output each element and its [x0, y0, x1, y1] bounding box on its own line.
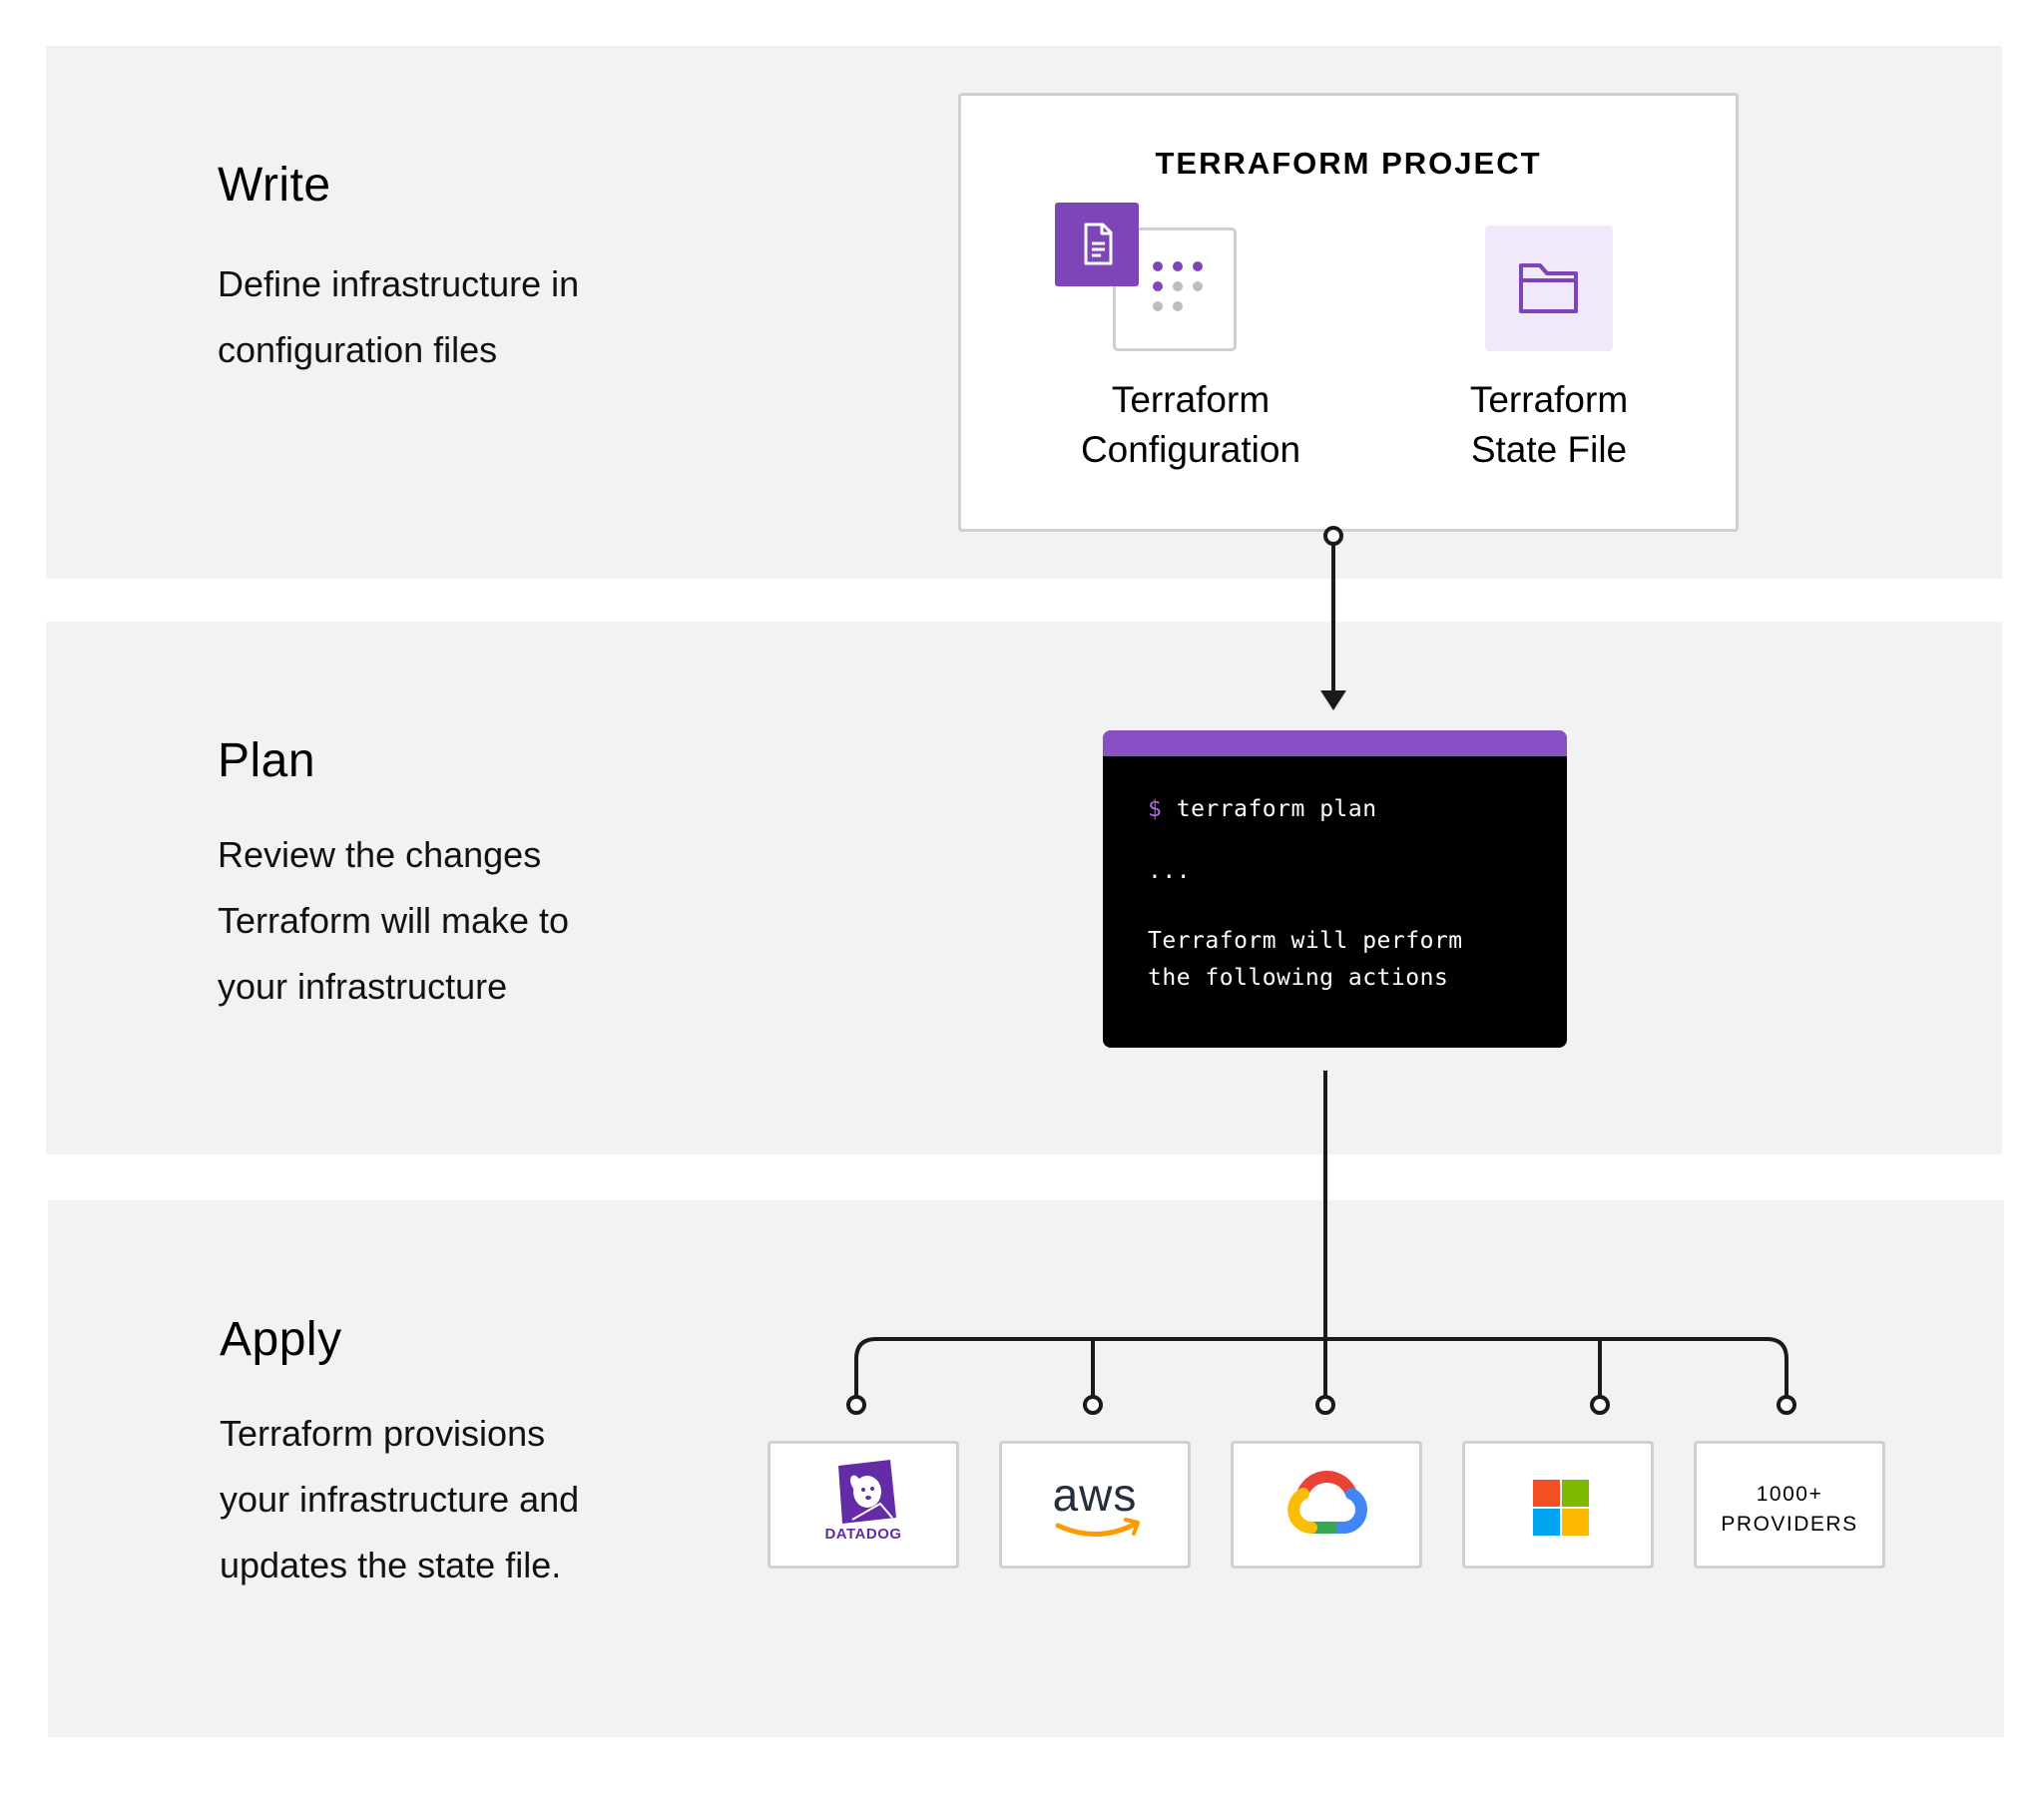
provider-google-cloud — [1231, 1441, 1422, 1569]
microsoft-logo-icon — [1533, 1480, 1589, 1536]
state-label-line-2: State File — [1470, 429, 1628, 470]
provider-aws: aws — [999, 1441, 1191, 1569]
write-description-line-1: Define infrastructure in — [218, 263, 580, 304]
apply-title: Apply — [220, 1313, 342, 1366]
dots-grid-icon — [1153, 261, 1203, 311]
terminal-output-line-1: Terraform will perform — [1148, 928, 1463, 954]
plan-to-providers-tree — [854, 1071, 1788, 1396]
write-description-line-2: configuration files — [218, 329, 498, 370]
terminal-command: terraform plan — [1176, 796, 1377, 822]
apply-description-line-2: your infrastructure and — [220, 1479, 580, 1520]
write-to-plan-arrow — [1320, 526, 1346, 710]
config-label-line-2: Configuration — [1080, 429, 1301, 470]
plan-stage-panel: Plan Review the changes Terraform will m… — [46, 622, 2002, 1154]
plan-description: Review the changes Terraform will make t… — [218, 822, 776, 1020]
terraform-project-title: TERRAFORM PROJECT — [1155, 146, 1542, 181]
config-label-line-1: Terraform — [1111, 379, 1271, 420]
terminal-window: $ terraform plan ... Terraform will perf… — [1103, 730, 1567, 1048]
terminal-title-bar — [1103, 730, 1567, 756]
more-providers-word: PROVIDERS — [1721, 1513, 1858, 1536]
more-providers-label: 1000+ PROVIDERS — [1697, 1480, 1882, 1540]
provider-more: 1000+ PROVIDERS — [1694, 1441, 1885, 1569]
plan-title: Plan — [218, 734, 316, 787]
terminal-command-line: $ terraform plan — [1148, 796, 1377, 822]
apply-description-line-3: updates the state file. — [220, 1545, 562, 1585]
apply-description: Terraform provisions your infrastructure… — [220, 1401, 778, 1598]
write-title: Write — [218, 159, 331, 212]
terraform-project-box: TERRAFORM PROJECT Terraform Configuratio… — [958, 93, 1739, 532]
terminal-prompt: $ — [1148, 796, 1163, 822]
terraform-state-file-label: Terraform State File — [1369, 375, 1729, 475]
apply-description-line-1: Terraform provisions — [220, 1413, 546, 1454]
state-label-line-1: Terraform — [1469, 379, 1629, 420]
google-cloud-logo-icon — [1287, 1470, 1367, 1534]
datadog-wordmark: DATADOG — [824, 1526, 902, 1543]
plan-description-line-2: Terraform will make to — [218, 900, 570, 941]
document-icon — [1084, 223, 1113, 265]
state-file-tile — [1485, 225, 1613, 351]
provider-microsoft — [1462, 1441, 1654, 1569]
plan-description-line-1: Review the changes — [218, 834, 542, 875]
provider-datadog: DATADOG — [767, 1441, 959, 1569]
folder-icon — [1519, 263, 1578, 313]
terminal-ellipsis: ... — [1148, 858, 1192, 884]
terraform-configuration-label: Terraform Configuration — [1011, 375, 1370, 475]
aws-wordmark: aws — [1052, 1469, 1138, 1521]
more-providers-count: 1000+ — [1756, 1483, 1823, 1506]
aws-smile-icon — [1055, 1518, 1140, 1537]
plan-description-line-3: your infrastructure — [218, 966, 508, 1007]
terminal-output-line-2: the following actions — [1148, 965, 1449, 991]
config-file-icon — [1055, 203, 1139, 286]
datadog-logo-icon — [838, 1460, 896, 1524]
provider-connection-points — [846, 1395, 1796, 1415]
write-description: Define infrastructure in configuration f… — [218, 251, 776, 383]
